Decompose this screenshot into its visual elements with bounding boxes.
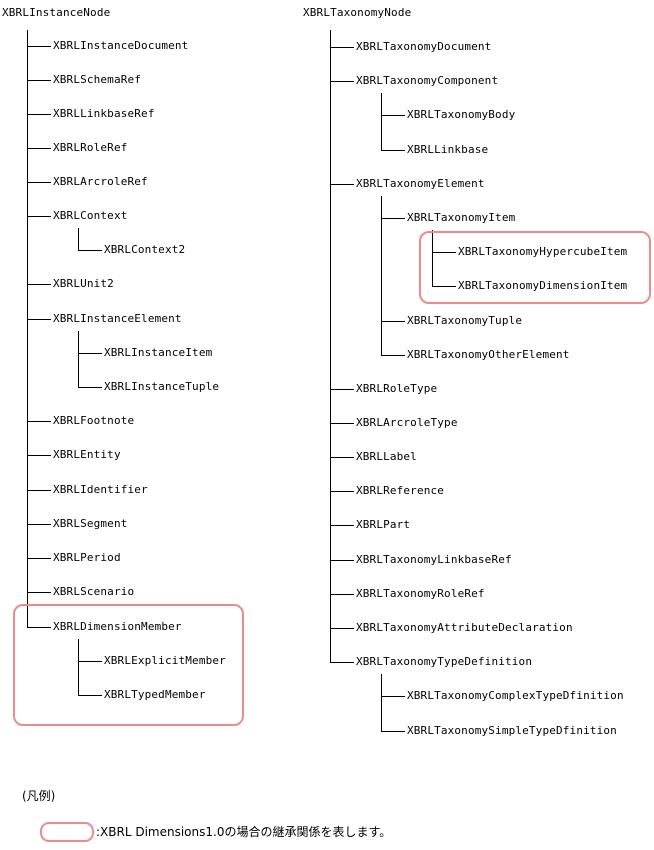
connector	[27, 592, 51, 593]
node-reference: XBRLReference	[356, 484, 445, 497]
connector	[78, 353, 102, 354]
connector	[27, 490, 51, 491]
connector	[78, 661, 102, 662]
node-period: XBRLPeriod	[53, 551, 121, 564]
node-taxonomy-root: XBRLTaxonomyNode	[303, 6, 412, 19]
connector	[381, 321, 405, 322]
connector	[78, 639, 79, 695]
node-complex-type: XBRLTaxonomyComplexTypeDfinition	[407, 689, 624, 702]
node-taxonomy-component: XBRLTaxonomyComponent	[356, 74, 499, 87]
connector	[27, 80, 51, 81]
connector	[381, 115, 405, 116]
node-label: XBRLLabel	[356, 450, 417, 463]
connector	[432, 286, 456, 287]
connector	[78, 250, 102, 251]
connector	[330, 423, 354, 424]
connector	[27, 319, 51, 320]
connector	[330, 491, 354, 492]
connector	[330, 457, 354, 458]
node-explicit-member: XBRLExplicitMember	[104, 654, 226, 667]
node-arcrole-ref: XBRLArcroleRef	[53, 175, 148, 188]
connector	[27, 46, 51, 47]
node-taxonomy-linkbase-ref: XBRLTaxonomyLinkbaseRef	[356, 553, 512, 566]
node-taxonomy-element: XBRLTaxonomyElement	[356, 177, 485, 190]
connector	[381, 196, 382, 355]
node-scenario: XBRLScenario	[53, 585, 135, 598]
connector	[381, 696, 405, 697]
node-linkbase: XBRLLinkbase	[407, 143, 489, 156]
connector	[27, 524, 51, 525]
connector	[381, 355, 405, 356]
connector	[78, 695, 102, 696]
node-context: XBRLContext	[53, 209, 128, 222]
connector	[381, 218, 405, 219]
node-role-type: XBRLRoleType	[356, 382, 438, 395]
node-footnote: XBRLFootnote	[53, 414, 135, 427]
connector	[330, 628, 354, 629]
node-typed-member: XBRLTypedMember	[104, 688, 206, 701]
node-instance-element: XBRLInstanceElement	[53, 312, 182, 325]
connector	[27, 558, 51, 559]
connector	[381, 731, 405, 732]
node-simple-type: XBRLTaxonomySimpleTypeDfinition	[407, 724, 617, 737]
connector	[27, 284, 51, 285]
node-attribute-declaration: XBRLTaxonomyAttributeDeclaration	[356, 621, 573, 634]
connector	[78, 387, 102, 388]
node-type-definition: XBRLTaxonomyTypeDefinition	[356, 655, 533, 668]
connector	[330, 594, 354, 595]
node-linkbase-ref: XBRLLinkbaseRef	[53, 107, 155, 120]
node-taxonomy-document: XBRLTaxonomyDocument	[356, 40, 492, 53]
node-schema-ref: XBRLSchemaRef	[53, 73, 142, 86]
node-identifier: XBRLIdentifier	[53, 483, 148, 496]
node-arcrole-type: XBRLArcroleType	[356, 416, 458, 429]
connector	[330, 560, 354, 561]
connector	[27, 182, 51, 183]
node-taxonomy-body: XBRLTaxonomyBody	[407, 108, 516, 121]
connector	[330, 30, 331, 662]
node-part: XBRLPart	[356, 518, 411, 531]
connector	[381, 93, 382, 150]
node-taxonomy-role-ref: XBRLTaxonomyRoleRef	[356, 587, 485, 600]
dimensions-highlight-box	[13, 604, 244, 726]
node-instance-document: XBRLInstanceDocument	[53, 39, 189, 52]
connector	[27, 216, 51, 217]
connector	[78, 331, 79, 387]
connector	[27, 421, 51, 422]
node-unit2: XBRLUnit2	[53, 277, 114, 290]
connector	[330, 81, 354, 82]
connector	[27, 30, 28, 627]
node-taxonomy-item: XBRLTaxonomyItem	[407, 211, 516, 224]
connector	[330, 47, 354, 48]
connector	[27, 114, 51, 115]
node-hypercube-item: XBRLTaxonomyHypercubeItem	[458, 245, 628, 258]
connector	[27, 627, 51, 628]
node-role-ref: XBRLRoleRef	[53, 141, 128, 154]
node-instance-item: XBRLInstanceItem	[104, 346, 213, 359]
node-taxonomy-tuple: XBRLTaxonomyTuple	[407, 314, 523, 327]
connector	[432, 230, 433, 286]
dimensions-highlight-box	[419, 231, 651, 304]
node-entity: XBRLEntity	[53, 448, 121, 461]
connector	[381, 150, 405, 151]
connector	[330, 525, 354, 526]
node-dimension-item: XBRLTaxonomyDimensionItem	[458, 279, 628, 292]
connector	[432, 252, 456, 253]
node-instance-root: XBRLInstanceNode	[2, 6, 111, 19]
legend-swatch	[40, 822, 94, 842]
node-segment: XBRLSegment	[53, 517, 128, 530]
node-context2: XBRLContext2	[104, 243, 186, 256]
connector	[381, 674, 382, 731]
connector	[330, 662, 354, 663]
connector	[27, 455, 51, 456]
legend-text: :XBRL Dimensions1.0の場合の継承関係を表します。	[96, 825, 392, 839]
node-other-element: XBRLTaxonomyOtherElement	[407, 348, 570, 361]
legend-title: (凡例)	[22, 789, 56, 803]
node-dimension-member: XBRLDimensionMember	[53, 620, 182, 633]
connector	[78, 228, 79, 250]
connector	[27, 148, 51, 149]
connector	[330, 184, 354, 185]
node-instance-tuple: XBRLInstanceTuple	[104, 380, 220, 393]
connector	[330, 389, 354, 390]
